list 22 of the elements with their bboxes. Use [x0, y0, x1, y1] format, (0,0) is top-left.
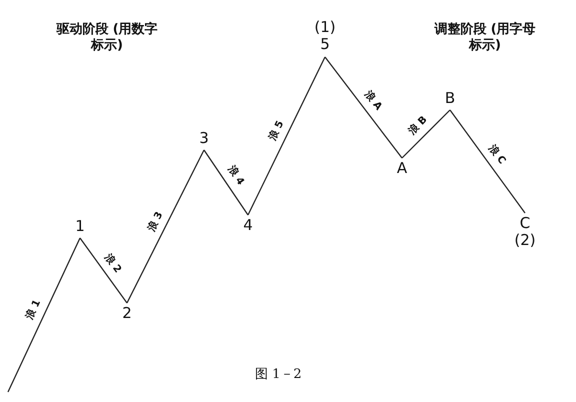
- figure-caption: 图 1－2: [255, 366, 302, 383]
- point-label: 4: [242, 217, 254, 234]
- wave-line: [7, 238, 81, 392]
- point-label: 3: [198, 130, 210, 147]
- wave-line: [247, 56, 326, 216]
- point-label: 2: [121, 305, 133, 322]
- wave-line: [402, 110, 450, 158]
- point-label: B: [444, 90, 456, 107]
- point-label: A: [396, 160, 408, 177]
- wave-line: [324, 56, 402, 158]
- wave-line: [450, 110, 526, 214]
- point-note: (2): [513, 232, 537, 249]
- wave-line: [126, 150, 205, 304]
- edge-label: 浪 A: [360, 88, 384, 114]
- point-label: C: [518, 215, 532, 232]
- phase-heading: 调整阶段 (用字母标示): [433, 22, 537, 54]
- wave-line: [204, 150, 248, 216]
- point-label: 5: [319, 36, 331, 53]
- phase-heading: 驱动阶段 (用数字标示): [55, 22, 159, 54]
- point-label: 1: [74, 218, 86, 235]
- point-note: (1): [313, 19, 337, 36]
- wave-line: [80, 238, 128, 304]
